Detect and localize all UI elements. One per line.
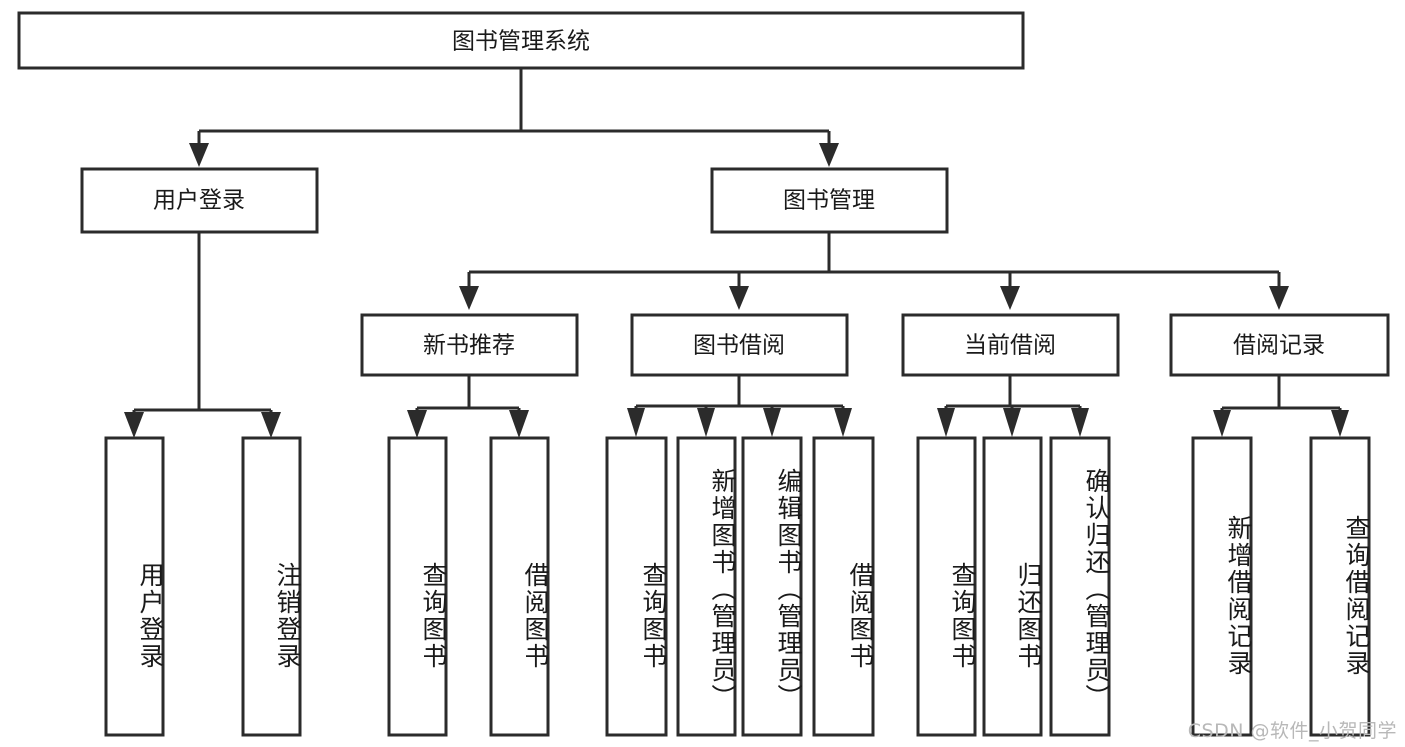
label-book-management: 图书管理 (783, 188, 875, 214)
leaf-borrow-record-2[interactable] (1309, 436, 1371, 737)
arrow-icon (937, 408, 955, 437)
label-book-borrow: 图书借阅 (693, 333, 785, 359)
leaf-user-login-2[interactable] (241, 436, 302, 737)
leaf-current-borrow-3[interactable] (1049, 436, 1111, 737)
arrow-icon (261, 412, 281, 438)
arrow-icon (697, 408, 715, 437)
arrow-icon (1331, 410, 1349, 437)
leaf-book-borrow-3[interactable] (741, 436, 803, 737)
leaf-new-book-2[interactable] (489, 436, 550, 737)
node-new-book-recommend[interactable] (360, 313, 579, 377)
arrow-icon (1269, 286, 1289, 310)
node-root-book-management-system[interactable] (17, 11, 1025, 70)
label-user-login: 用户登录 (153, 188, 245, 214)
arrow-icon (819, 143, 839, 167)
node-boxes (17, 11, 1390, 737)
node-book-management[interactable] (710, 167, 949, 234)
arrow-icon (124, 412, 144, 438)
arrow-icon (189, 143, 209, 167)
arrow-icon (407, 410, 427, 438)
leaf-current-borrow-2[interactable] (982, 436, 1043, 737)
label-borrow-record: 借阅记录 (1233, 333, 1325, 359)
arrow-icon (834, 408, 852, 437)
arrow-icon (1003, 408, 1021, 437)
arrow-icon (627, 408, 645, 437)
label-current-borrow: 当前借阅 (964, 333, 1056, 359)
arrow-icon (459, 286, 479, 310)
leaf-new-book-1[interactable] (387, 436, 448, 737)
arrow-icon (1000, 286, 1020, 310)
arrow-icon (509, 410, 529, 438)
node-user-login[interactable] (80, 167, 319, 234)
arrow-heads (124, 143, 1349, 438)
node-book-borrow[interactable] (630, 313, 849, 377)
leaf-current-borrow-1[interactable] (916, 436, 977, 737)
leaf-borrow-record-1[interactable] (1191, 436, 1253, 737)
label-new-book-recommend: 新书推荐 (423, 333, 515, 359)
arrow-icon (1213, 410, 1231, 437)
leaf-book-borrow-1[interactable] (605, 436, 668, 737)
arrow-icon (729, 286, 749, 310)
arrow-icon (1071, 408, 1089, 437)
node-borrow-record[interactable] (1169, 313, 1390, 377)
node-current-borrow[interactable] (901, 313, 1120, 377)
leaf-user-login-1[interactable] (104, 436, 165, 737)
node-labels: 图书管理系统 用户登录 图书管理 新书推荐 图书借阅 当前借阅 借阅记录 (153, 29, 1325, 359)
leaf-book-borrow-2[interactable] (676, 436, 737, 737)
leaf-book-borrow-4[interactable] (812, 436, 875, 737)
label-root: 图书管理系统 (452, 29, 590, 55)
watermark-text: CSDN @软件_小贺同学 (1187, 720, 1397, 742)
arrow-icon (763, 408, 781, 437)
